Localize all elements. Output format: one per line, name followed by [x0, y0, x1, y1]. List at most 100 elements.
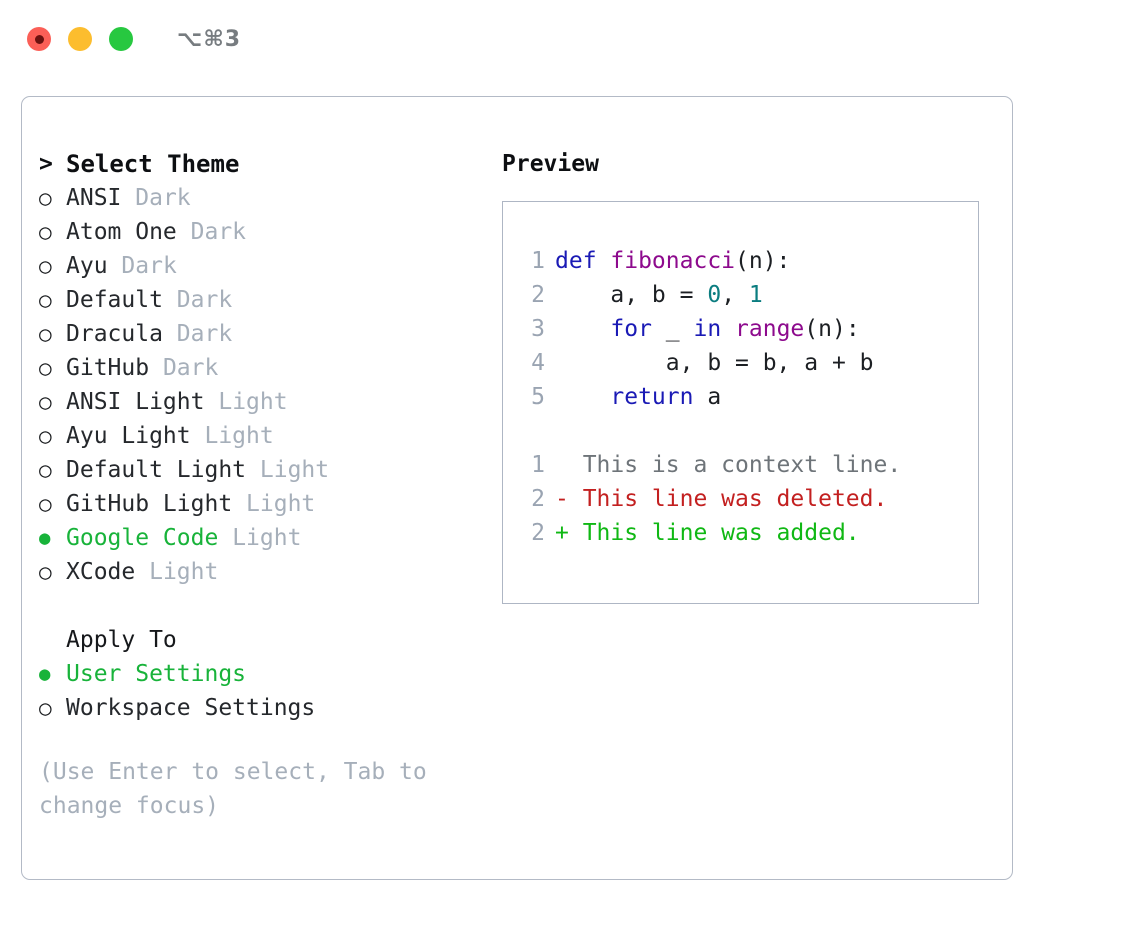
diff-line-text: - This line was deleted. [555, 482, 887, 516]
apply-to-marker-placeholder [39, 628, 66, 652]
theme-option-ansi-light[interactable]: ○ ANSI Light Light [39, 385, 489, 419]
apply-to-option-label: User Settings [66, 661, 247, 687]
keyboard-shortcut-label: ⌥⌘3 [177, 26, 242, 52]
select-theme-header: > Select Theme [39, 147, 489, 181]
diff-line-text: This is a context line. [555, 448, 902, 482]
code-token [555, 316, 610, 342]
radio-unselected-icon: ○ [39, 322, 52, 346]
apply-to-option-label: Workspace Settings [66, 695, 316, 721]
apply-to-option-user-settings[interactable]: ●User Settings [39, 657, 489, 691]
line-number: 2 [531, 282, 545, 308]
code-token: a, b = [555, 282, 708, 308]
code-token [721, 316, 735, 342]
code-line: 4 a, b = b, a + b [503, 346, 978, 380]
line-number: 1 [531, 248, 545, 274]
maximize-button-icon[interactable] [109, 27, 133, 51]
apply-to-title-row: Apply To [39, 623, 489, 657]
apply-to-option-workspace-settings[interactable]: ○ Workspace Settings [39, 691, 489, 725]
theme-option-label: Atom One [66, 219, 177, 245]
code-token: _ [651, 316, 694, 342]
theme-option-label: GitHub [66, 355, 150, 381]
diff-line: 1 This is a context line. [503, 448, 978, 482]
diff-line: 2 - This line was deleted. [503, 482, 978, 516]
code-token: (n): [804, 316, 860, 342]
code-token: for [610, 316, 652, 342]
select-theme-title: Select Theme [66, 150, 240, 178]
diff-sample: 1 This is a context line. 2 - This line wa… [503, 448, 978, 550]
theme-option-kind: Dark [135, 185, 191, 211]
radio-unselected-icon: ○ [39, 696, 52, 720]
line-number: 3 [531, 316, 545, 342]
code-token: fibonacci [610, 248, 736, 274]
theme-option-label: Default [66, 287, 163, 313]
theme-option-kind: Light [246, 491, 316, 517]
minimize-button-icon[interactable] [68, 27, 92, 51]
theme-option-label: Default Light [66, 457, 247, 483]
theme-option-kind: Dark [121, 253, 177, 279]
theme-option-xcode[interactable]: ○ XCode Light [39, 555, 489, 589]
radio-unselected-icon: ○ [39, 458, 52, 482]
theme-option-label: Google Code [66, 525, 219, 551]
theme-option-kind: Light [204, 423, 274, 449]
theme-option-label: Dracula [66, 321, 163, 347]
line-number: 2 [531, 486, 545, 512]
radio-unselected-icon: ○ [39, 288, 52, 312]
code-diff-separator [503, 414, 978, 448]
theme-option-github[interactable]: ○ GitHub Dark [39, 351, 489, 385]
code-line: 3 for _ in range(n): [503, 312, 978, 346]
code-token: a, b = b, a + b [555, 350, 874, 376]
apply-to-title: Apply To [66, 627, 177, 653]
list-spacer [39, 589, 489, 623]
code-line: 5 return a [503, 380, 978, 414]
close-button-icon[interactable] [27, 27, 51, 51]
theme-option-kind: Light [218, 389, 288, 415]
theme-option-label: Ayu [66, 253, 108, 279]
code-token: return [610, 384, 694, 410]
code-token: range [735, 316, 805, 342]
code-token: in [693, 316, 722, 342]
line-number: 5 [531, 384, 545, 410]
code-token: , [721, 282, 749, 308]
radio-unselected-icon: ○ [39, 424, 52, 448]
theme-option-label: XCode [66, 559, 136, 585]
code-token: def [555, 248, 611, 274]
theme-option-label: ANSI Light [66, 389, 205, 415]
preview-title: Preview [502, 151, 599, 177]
code-line-text: return a [555, 380, 721, 414]
diff-line: 2 + This line was added. [503, 516, 978, 550]
theme-option-kind: Light [149, 559, 219, 585]
code-line-text: for _ in range(n): [555, 312, 860, 346]
apply-to-option-list: ●User Settings ○ Workspace Settings [39, 657, 489, 725]
window-controls [27, 27, 133, 51]
radio-unselected-icon: ○ [39, 356, 52, 380]
radio-unselected-icon: ○ [39, 254, 52, 278]
code-line: 2 a, b = 0, 1 [503, 278, 978, 312]
theme-option-kind: Dark [162, 355, 219, 381]
code-token: + This line was added. [555, 520, 860, 546]
title-bar: ⌥⌘3 [0, 0, 1140, 78]
theme-option-ayu[interactable]: ○ Ayu Dark [39, 249, 489, 283]
radio-unselected-icon: ○ [39, 390, 52, 414]
theme-option-default-light[interactable]: ○ Default Light Light [39, 453, 489, 487]
radio-unselected-icon: ○ [39, 492, 52, 516]
code-token [555, 384, 610, 410]
keyboard-hint-text: (Use Enter to select, Tab to change focu… [39, 759, 441, 819]
line-number: 2 [531, 520, 545, 546]
theme-option-kind: Light [232, 525, 302, 551]
code-line-text: a, b = 0, 1 [555, 278, 762, 312]
theme-option-kind: Light [259, 457, 330, 483]
radio-unselected-icon: ○ [39, 560, 52, 584]
